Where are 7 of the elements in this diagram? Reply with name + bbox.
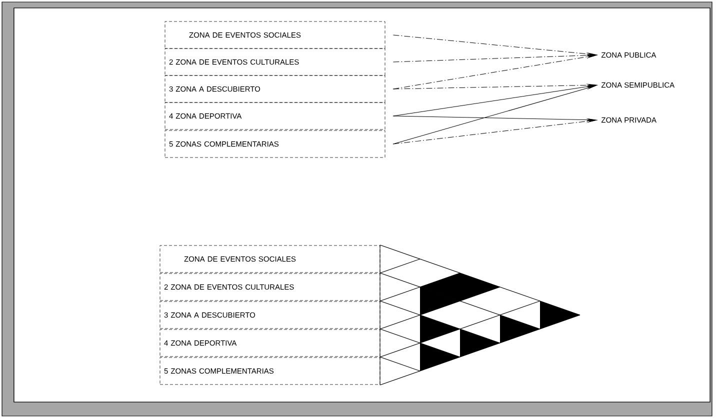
arrow xyxy=(392,84,596,90)
arrow xyxy=(392,34,596,56)
arrow xyxy=(392,54,596,62)
arrow xyxy=(392,85,596,144)
arrow xyxy=(392,116,596,122)
arrow xyxy=(392,120,596,144)
arrow xyxy=(392,55,596,90)
